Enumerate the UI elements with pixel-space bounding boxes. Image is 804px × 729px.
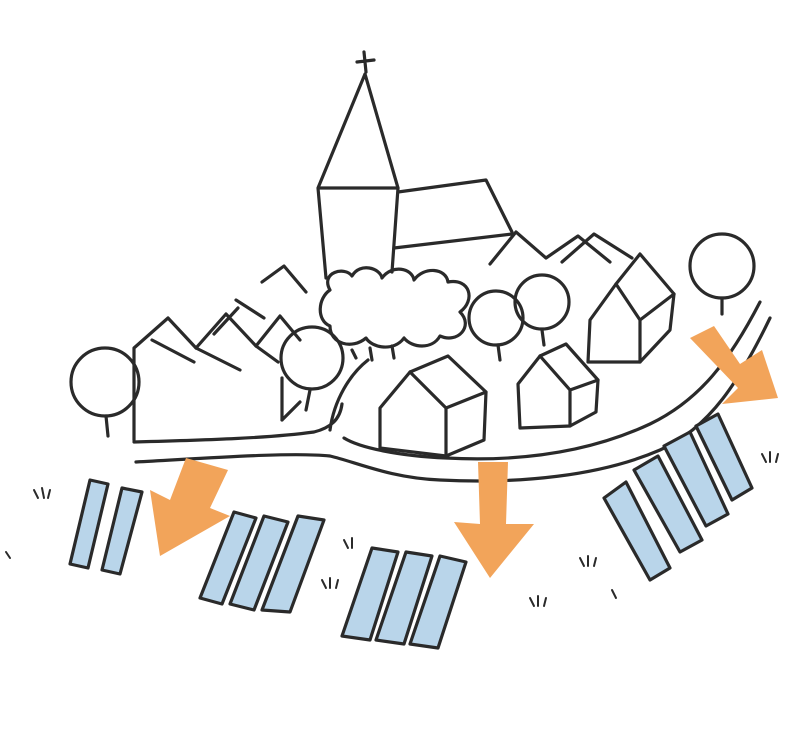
hedge — [320, 268, 469, 347]
house-center — [380, 356, 486, 456]
tree-left — [281, 327, 343, 389]
arrow-right — [690, 326, 778, 404]
tree-right — [690, 234, 754, 298]
house-small — [518, 344, 598, 428]
tree-far-left — [71, 348, 139, 416]
solar-array-left — [70, 480, 142, 574]
church — [318, 52, 512, 278]
panel — [70, 480, 108, 568]
solar-array-right — [604, 414, 752, 580]
road-left-upper — [134, 404, 342, 442]
center-houses — [380, 232, 674, 456]
tree-center-2 — [515, 275, 569, 329]
trees — [71, 234, 754, 436]
panel — [102, 488, 142, 574]
church-nave — [394, 180, 512, 248]
church-spire — [318, 74, 398, 278]
solar-array-center-left — [200, 512, 324, 612]
solar-array-center — [342, 548, 466, 648]
church-cross — [357, 52, 374, 72]
arrow-left — [150, 458, 230, 556]
